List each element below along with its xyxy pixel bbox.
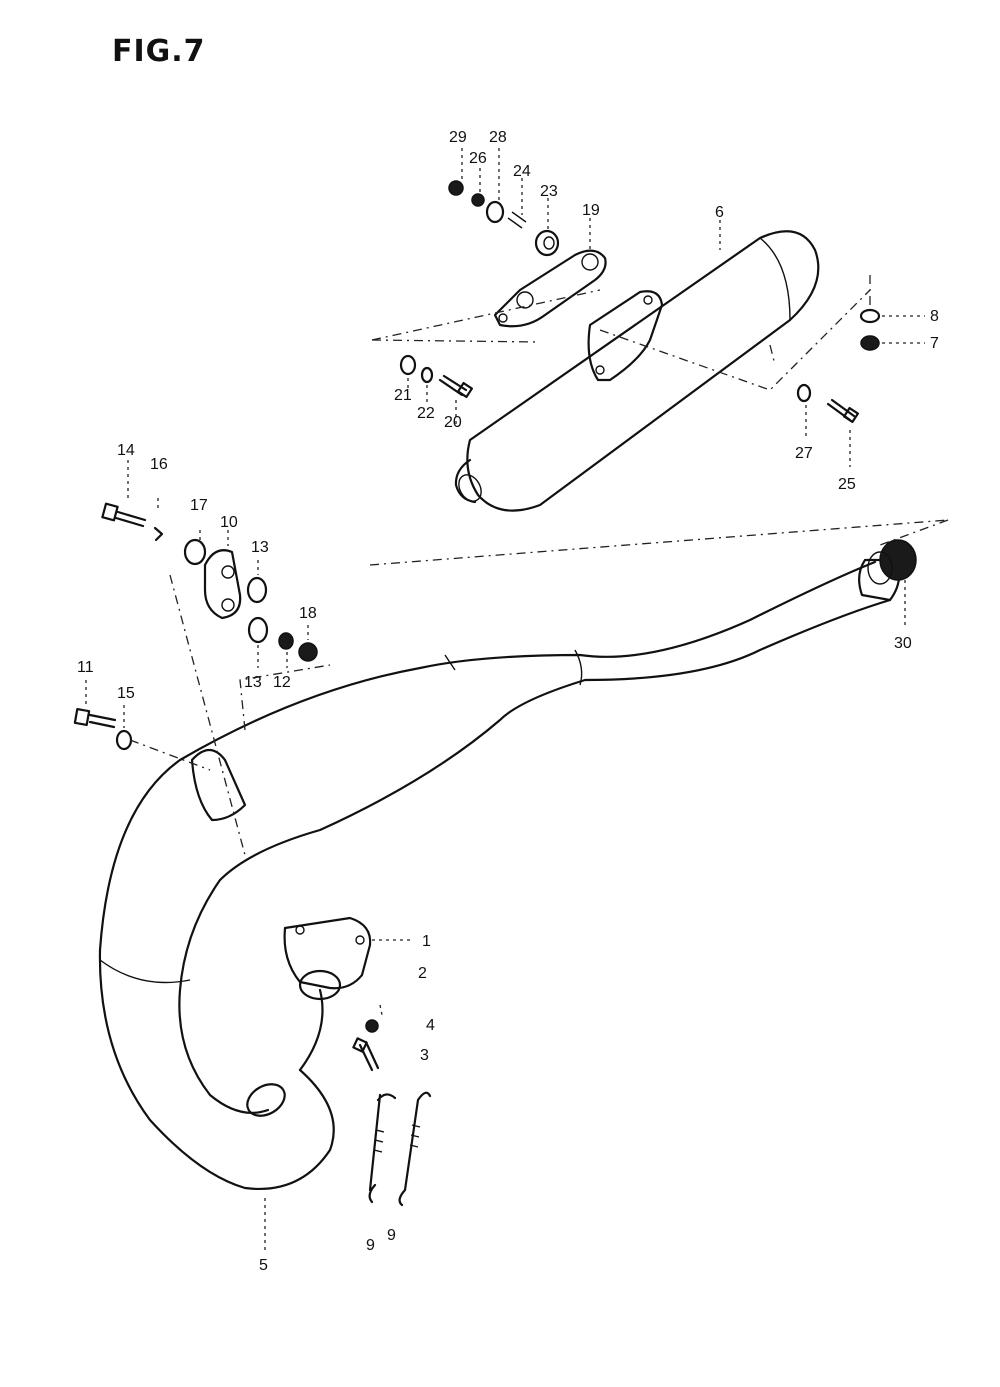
callout-18: 18: [299, 605, 317, 622]
callout-20: 20: [444, 414, 462, 431]
callout-27: 27: [795, 445, 813, 462]
callout-10: 10: [220, 514, 238, 531]
callout-16: 16: [150, 456, 168, 473]
silencer: [454, 230, 820, 512]
callout-19: 19: [582, 202, 600, 219]
callout-21: 21: [394, 387, 412, 404]
pipe-bracket-10: [73, 502, 318, 751]
exhaust-flange: [283, 916, 372, 1001]
callout-23: 23: [540, 183, 558, 200]
callout-13-bottom: 13: [244, 674, 262, 691]
leader-lines: [85, 148, 925, 1250]
callout-12: 12: [273, 674, 291, 691]
callout-28: 28: [489, 129, 507, 146]
figure-title: FIG.7: [112, 34, 206, 69]
callout-15: 15: [117, 685, 135, 702]
callout-2: 2: [418, 965, 427, 982]
silencer-mount-rubber: [859, 308, 881, 351]
callout-14: 14: [117, 442, 135, 459]
assembly-lines: [129, 275, 949, 856]
callout-30: 30: [894, 635, 912, 652]
callout-6: 6: [715, 204, 724, 221]
callout-8: 8: [930, 308, 939, 325]
flange-bolt: [352, 1019, 380, 1072]
callout-9-left: 9: [366, 1237, 375, 1254]
callout-7: 7: [930, 335, 939, 352]
callout-1: 1: [422, 933, 431, 950]
callout-22: 22: [417, 405, 435, 422]
callout-26: 26: [469, 150, 487, 167]
bracket-fasteners: [448, 180, 560, 257]
silencer-bolt-right: [796, 383, 860, 424]
callout-4: 4: [426, 1017, 435, 1034]
callout-11: 11: [77, 659, 94, 676]
silencer-bracket-19: [493, 249, 607, 328]
callout-9-right: 9: [387, 1227, 396, 1244]
callout-29: 29: [449, 129, 467, 146]
callout-13-top: 13: [251, 539, 269, 556]
silencer-bolt-left: [399, 354, 474, 399]
callout-5: 5: [259, 1257, 268, 1274]
callout-24: 24: [513, 163, 531, 180]
exhaust-pipe: [98, 539, 917, 1190]
callout-3: 3: [420, 1047, 429, 1064]
callouts: 29 28 26 24 23 19 6 8 7 21 22 20 27 25 1…: [77, 129, 939, 1274]
exhaust-springs: [368, 1091, 432, 1207]
callout-17: 17: [190, 497, 208, 514]
callout-25: 25: [838, 476, 856, 493]
